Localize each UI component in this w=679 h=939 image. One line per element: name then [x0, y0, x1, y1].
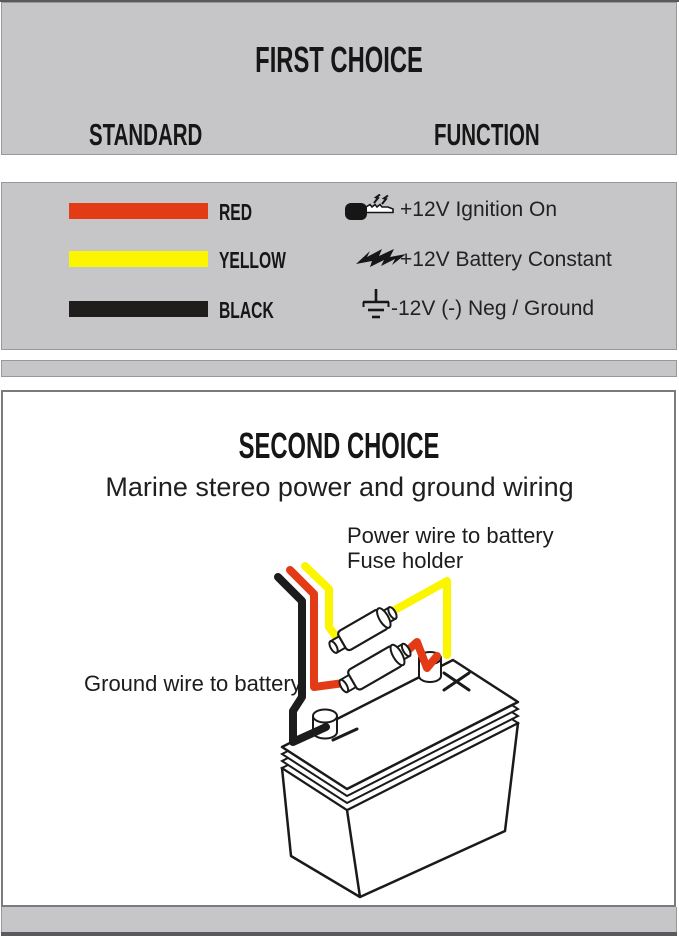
- column-header-function: FUNCTION: [434, 117, 540, 152]
- first-choice-header-panel: [1, 2, 677, 155]
- fuse-holder-upper: [328, 606, 398, 654]
- section-divider-strip: [1, 360, 677, 377]
- black-wire-swatch: [69, 301, 208, 317]
- function-text-battery-constant: +12V Battery Constant: [400, 248, 612, 271]
- fuse-holder-label: Fuse holder: [347, 548, 464, 573]
- red-wire-label: RED: [219, 199, 253, 225]
- ground-wire-label: Ground wire to battery: [84, 671, 302, 696]
- positive-mark: [442, 671, 471, 692]
- yellow-power-wire-upper: [301, 562, 346, 649]
- red-power-wire-to-terminal: [401, 638, 441, 672]
- ignition-key-icon: [345, 194, 394, 220]
- red-wire-swatch: [69, 203, 208, 219]
- negative-terminal-post: [312, 708, 338, 740]
- yellow-wire-label: YELLOW: [219, 247, 286, 273]
- lightning-bolt-icon: [356, 249, 406, 267]
- red-power-wire-upper: [286, 566, 348, 691]
- top-border-line: [0, 0, 679, 2]
- power-wire-label: Power wire to battery: [347, 523, 554, 548]
- bottom-gray-strip: [1, 907, 677, 932]
- yellow-wire-swatch: [69, 251, 208, 267]
- function-text-ignition: +12V Ignition On: [400, 198, 558, 221]
- bottom-border-line: [1, 932, 677, 936]
- ground-symbol-icon: [362, 289, 390, 319]
- fuse-holder-lower: [338, 642, 412, 694]
- negative-mark: [331, 727, 359, 742]
- second-choice-title: SECOND CHOICE: [239, 425, 440, 466]
- column-header-standard: STANDARD: [89, 117, 203, 152]
- yellow-power-wire-to-terminal: [380, 577, 451, 659]
- first-choice-title: FIRST CHOICE: [255, 39, 424, 80]
- battery-body: [279, 651, 521, 899]
- battery-wiring-diagram: [274, 562, 521, 899]
- second-choice-subtitle: Marine stereo power and ground wiring: [105, 472, 574, 502]
- black-ground-wire: [274, 573, 330, 746]
- function-text-ground: -12V (-) Neg / Ground: [391, 297, 595, 320]
- black-wire-label: BLACK: [219, 297, 274, 323]
